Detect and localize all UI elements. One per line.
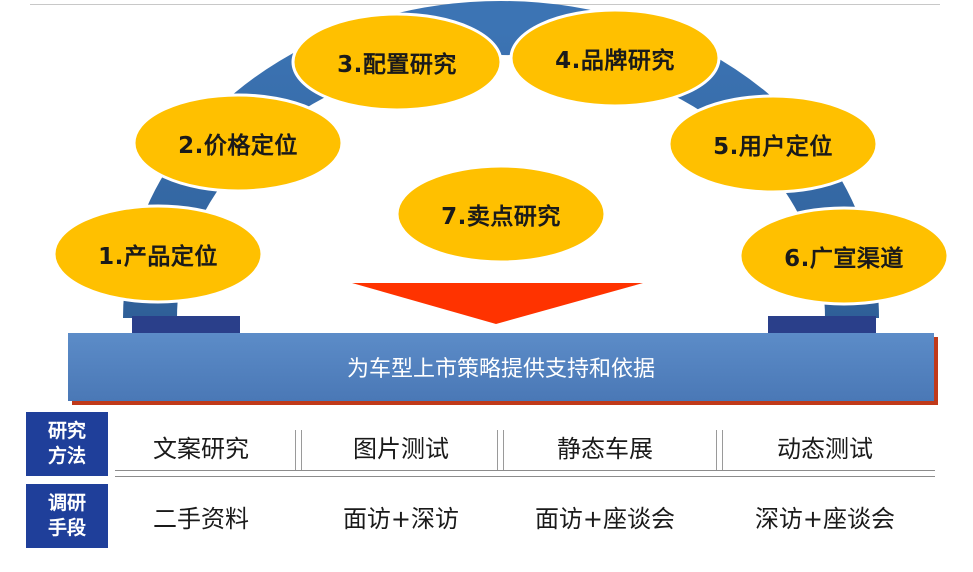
column-separator — [295, 430, 302, 470]
oval-brand-research — [509, 8, 721, 108]
arch-diagram — [52, 1, 950, 336]
row-label-line1: 调研 — [47, 492, 86, 514]
table-cell: 静态车展 — [557, 434, 653, 463]
oval-user-positioning — [667, 94, 879, 194]
oval-config-research — [291, 12, 503, 112]
column-separator — [716, 430, 723, 470]
down-arrow — [352, 283, 643, 324]
table-divider — [115, 476, 935, 477]
table-cell: 面访+座谈会 — [534, 504, 676, 533]
table-cell: 图片测试 — [353, 434, 449, 463]
table-cell: 动态测试 — [777, 434, 873, 463]
table-divider — [115, 470, 935, 471]
oval-ad-channel — [738, 206, 950, 306]
table-cell: 二手资料 — [153, 504, 249, 533]
row-label-research-method: 研究 方法 — [26, 412, 108, 476]
row-label-survey-means: 调研 手段 — [26, 484, 108, 548]
table-cell: 面访+深访 — [342, 504, 460, 533]
oval-price-positioning — [132, 93, 344, 193]
column-separator — [497, 430, 504, 470]
strategy-banner: 为车型上市策略提供支持和依据 — [68, 333, 934, 401]
oval-selling-points — [395, 164, 607, 264]
row-label-line2: 方法 — [47, 445, 86, 467]
right-pillar-base — [768, 316, 876, 336]
oval-product-positioning — [52, 204, 264, 304]
row-label-line2: 手段 — [47, 517, 86, 539]
left-pillar-base — [132, 316, 240, 336]
table-cell: 深访+座谈会 — [754, 504, 896, 533]
table-cell: 文案研究 — [153, 434, 249, 463]
row-label-line1: 研究 — [47, 420, 86, 442]
banner-text: 为车型上市策略提供支持和依据 — [346, 357, 655, 382]
